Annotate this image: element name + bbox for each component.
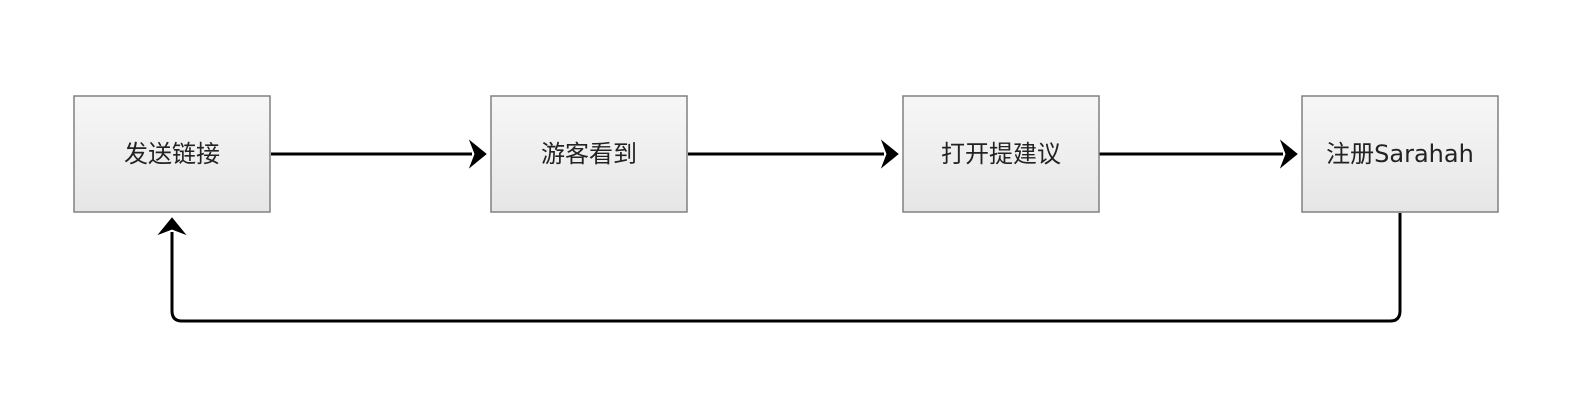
node-box xyxy=(1301,95,1499,213)
arrowhead-visitor-sees xyxy=(468,139,487,169)
arrowhead-send-link xyxy=(157,217,187,236)
node-box xyxy=(73,95,271,213)
node-visitor-sees[interactable]: 游客看到 xyxy=(490,95,688,213)
edge-register-sarahah-to-send-link xyxy=(170,213,1402,323)
arrowhead-register-sarahah xyxy=(1279,139,1298,169)
node-open-suggestion[interactable]: 打开提建议 xyxy=(902,95,1100,213)
arrowhead-open-suggestion xyxy=(880,139,899,169)
node-register-sarahah[interactable]: 注册Sarahah xyxy=(1301,95,1499,213)
node-box xyxy=(490,95,688,213)
node-label: 注册Sarahah xyxy=(1326,140,1474,168)
node-label: 发送链接 xyxy=(124,140,220,168)
node-label: 打开提建议 xyxy=(941,140,1061,168)
node-send-link[interactable]: 发送链接 xyxy=(73,95,271,213)
node-label: 游客看到 xyxy=(541,140,637,168)
node-box xyxy=(902,95,1100,213)
